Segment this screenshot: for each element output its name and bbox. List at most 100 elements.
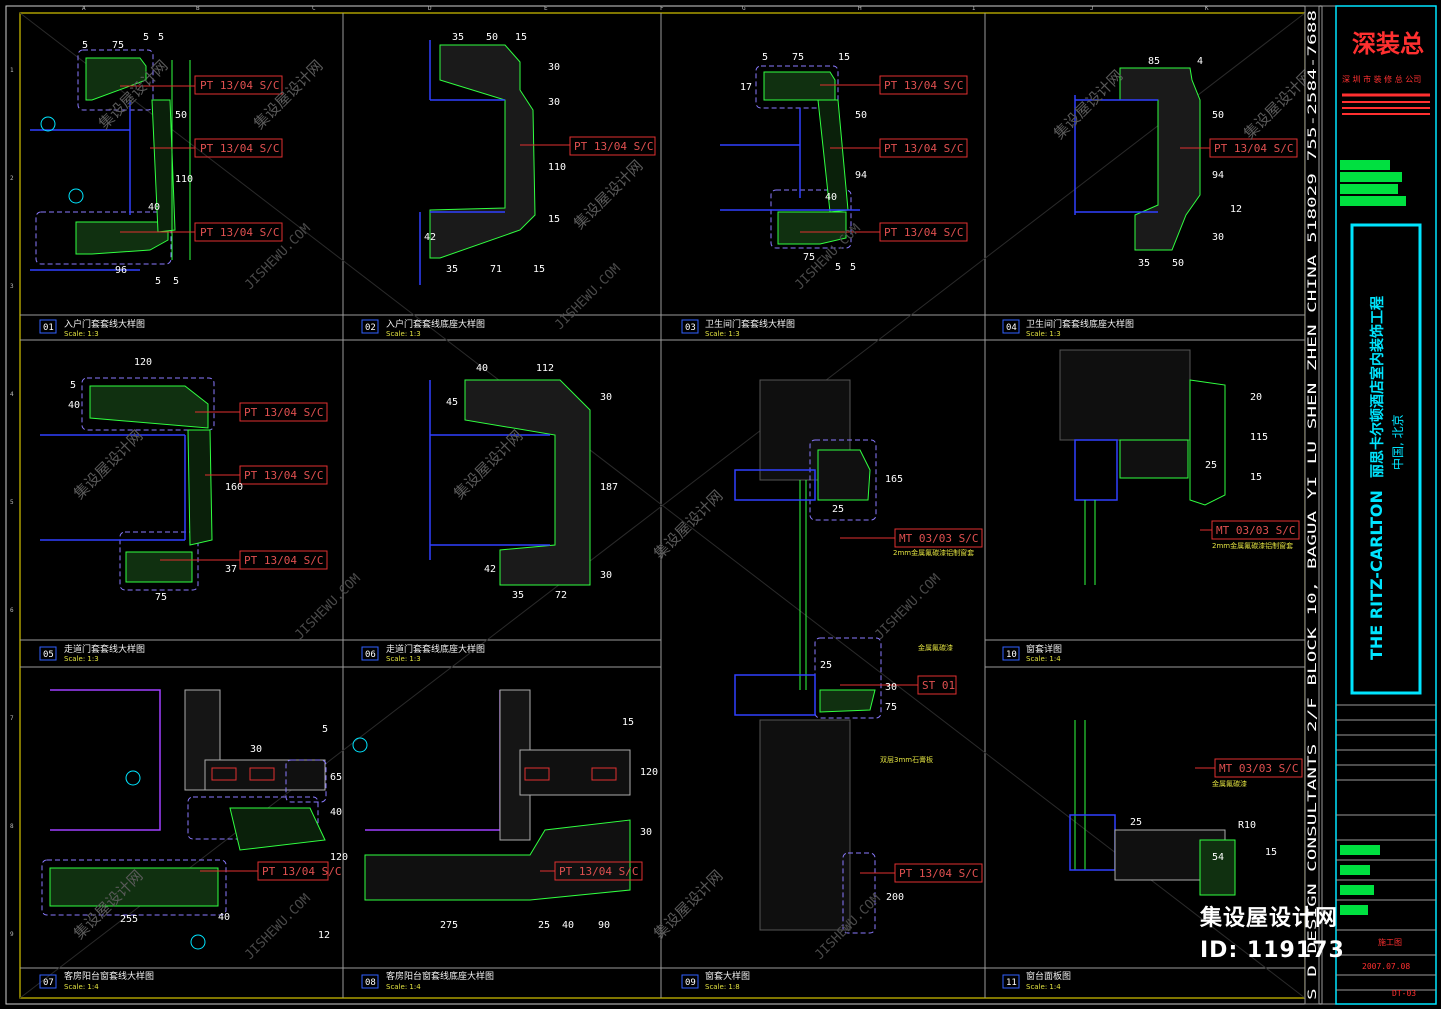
panel-06-dim-112: 112 — [536, 363, 554, 374]
panel-01-number: 01 — [43, 323, 54, 333]
panel-04-dim-12: 12 — [1230, 204, 1242, 215]
grid-col-f: F — [660, 5, 664, 12]
panel-05-scale: Scale: 1:3 — [64, 655, 99, 663]
wm-url-2: JISHEWU.COM — [552, 261, 624, 333]
panel-04-dim-35: 35 — [1138, 258, 1150, 269]
grid-row-6: 6 — [10, 607, 14, 614]
panel-08-dim-275: 275 — [440, 920, 458, 931]
panel-01-dim-5c: 5 — [82, 40, 88, 51]
grid-row-4: 4 — [10, 391, 14, 398]
panel-05-dim-5: 5 — [70, 380, 76, 391]
grid-column-labels: A B C D E F G H I J K — [82, 5, 1209, 12]
panel-06-dim-30: 30 — [600, 392, 612, 403]
wm-cn-8: 集设屋设计网 — [650, 486, 726, 562]
title-block: 深装总 深 圳 市 装 修 总 公司 THE RITZ-CARLTON 丽思卡尔… — [1321, 5, 1437, 1005]
address-strip: S D DESIGN CONSULTANTS 2/F BLOCK 10, BAG… — [1304, 5, 1320, 1005]
panel-03-tag-1: PT 13/04 S/C — [884, 79, 963, 92]
panel-11-dim-54: 54 — [1212, 852, 1224, 863]
panel-01-dim-5d: 5 — [155, 276, 161, 287]
panel-09-tag-mt: MT 03/03 S/C — [899, 532, 978, 545]
panel-09-dim-25b: 25 — [820, 660, 832, 671]
panel-03-dim-94: 94 — [855, 170, 867, 181]
panel-04-dim-30: 30 — [1212, 232, 1224, 243]
panel-01-tag-2: PT 13/04 S/C — [200, 142, 279, 155]
wm-cn-2: 集设屋设计网 — [250, 56, 326, 132]
panel-10-drawing: MT 03/03 S/C 2mm金属氟碳漆铝制窗套 20 115 15 25 — [1059, 349, 1300, 585]
panel-02-dim-50: 50 — [486, 32, 498, 43]
panel-05-tag-1: PT 13/04 S/C — [244, 406, 323, 419]
panel-09-dim-30: 30 — [885, 682, 897, 693]
grid-row-7: 7 — [10, 715, 14, 722]
panel-08-dim-90: 90 — [598, 920, 610, 931]
panel-captions: 01 入户门套套线大样图 Scale: 1:3 02 入户门套套线底座大样图 S… — [39, 318, 1134, 991]
company-name: 深 圳 市 装 修 总 公司 — [1342, 74, 1421, 84]
watermark-id: ID: 119173 — [1200, 938, 1345, 963]
grid-col-c: C — [312, 5, 316, 12]
panel-03-tag-2: PT 13/04 S/C — [884, 142, 963, 155]
wm-url-6: JISHEWU.COM — [242, 891, 314, 963]
panel-03-dim-5b: 5 — [835, 262, 841, 273]
panel-05-dim-40: 40 — [68, 400, 80, 411]
panel-07-dim-40: 40 — [330, 807, 342, 818]
panel-07-dim-5: 5 — [322, 724, 328, 735]
panel-01-title: 入户门套套线大样图 — [64, 318, 145, 330]
panel-03-dim-5: 5 — [762, 52, 768, 63]
panel-02-number: 02 — [365, 323, 376, 333]
panel-03-dim-75: 75 — [792, 52, 804, 63]
panel-02-title: 入户门套套线底座大样图 — [386, 318, 485, 330]
panel-02-dim-35b: 35 — [446, 264, 458, 275]
panel-08-drawing: PT 13/04 S/C 15 120 30 275 25 40 90 — [364, 689, 658, 931]
panel-02-dim-15c: 15 — [533, 264, 545, 275]
grid-col-e: E — [544, 5, 548, 12]
panel-05-dim-75: 75 — [155, 592, 167, 603]
panel-07-dim-12: 12 — [318, 930, 330, 941]
panel-01-dim-40: 40 — [148, 202, 160, 213]
panel-09-tag-pt: PT 13/04 S/C — [899, 867, 978, 880]
panel-11-number: 11 — [1006, 978, 1017, 988]
grid-row-2: 2 — [10, 175, 14, 182]
panel-11-dim-25: 25 — [1130, 817, 1142, 828]
panel-07-dim-65: 65 — [330, 772, 342, 783]
panel-10-note: 2mm金属氟碳漆铝制窗套 — [1212, 541, 1293, 550]
panel-02-scale: Scale: 1:3 — [386, 330, 421, 338]
panel-10-number: 10 — [1006, 650, 1017, 660]
panel-02-dim-15: 15 — [515, 32, 527, 43]
grid-col-a: A — [82, 5, 86, 12]
panel-05-number: 05 — [43, 650, 54, 660]
panel-06-dim-35: 35 — [512, 590, 524, 601]
panel-06-dim-187: 187 — [600, 482, 618, 493]
panel-09-scale: Scale: 1:8 — [705, 983, 740, 991]
wm-cn-10: 集设屋设计网 — [650, 866, 726, 942]
panel-04-drawing: PT 13/04 S/C 85 4 50 94 12 30 35 50 — [1074, 56, 1298, 269]
panel-10-dim-15: 15 — [1250, 472, 1262, 483]
panel-05-title: 走道门套套线大样图 — [64, 643, 145, 655]
watermark-box: 集设屋设计网 ID: 119173 — [1200, 900, 1380, 970]
panel-10-tag: MT 03/03 S/C — [1216, 524, 1295, 537]
panel-07-title: 客房阳台窗套线大样图 — [64, 970, 154, 982]
panel-11-title: 窗台面板图 — [1026, 970, 1071, 982]
panel-07-tag: PT 13/04 S/C — [262, 865, 341, 878]
drawing-title: 施工图 — [1378, 937, 1402, 947]
panel-09-tag-st: ST 01 — [922, 679, 955, 692]
panel-08-tag: PT 13/04 S/C — [559, 865, 638, 878]
panel-05-dim-120: 120 — [134, 357, 152, 368]
wm-cn-4: 集设屋设计网 — [1050, 66, 1126, 142]
panel-02-dim-30b: 30 — [548, 97, 560, 108]
panel-06-dim-72: 72 — [555, 590, 567, 601]
panel-07-dim-30: 30 — [250, 744, 262, 755]
panel-11-tag: MT 03/03 S/C — [1219, 762, 1298, 775]
panel-06-dim-42: 42 — [484, 564, 496, 575]
panel-02-dim-71: 71 — [490, 264, 502, 275]
panel-01-drawing: PT 13/04 S/C PT 13/04 S/C PT 13/04 S/C 7… — [30, 32, 283, 287]
panel-08-dim-120: 120 — [640, 767, 658, 778]
panel-11-dim-15: 15 — [1265, 847, 1277, 858]
wm-cn-7: 集设屋设计网 — [450, 426, 526, 502]
address-strip-text: S D DESIGN CONSULTANTS 2/F BLOCK 10, BAG… — [1305, 10, 1319, 1000]
wm-cn-3: 集设屋设计网 — [570, 156, 646, 232]
panel-01-dim-110: 110 — [175, 174, 193, 185]
panel-04-dim-94: 94 — [1212, 170, 1224, 181]
panel-08-dim-15: 15 — [622, 717, 634, 728]
panel-01-dim-50: 50 — [175, 110, 187, 121]
panel-03-drawing: PT 13/04 S/C PT 13/04 S/C PT 13/04 S/C 5… — [720, 52, 968, 273]
panel-09-dim-200: 200 — [886, 892, 904, 903]
